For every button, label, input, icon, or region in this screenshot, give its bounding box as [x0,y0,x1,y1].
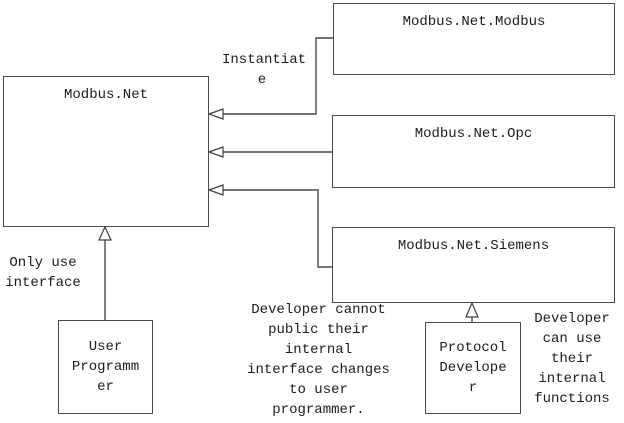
class-box-modbus-net-opc: Modbus.Net.Opc [332,115,615,188]
note-instantiate: Instantiat e [222,52,307,88]
class-box-modbus-net-modbus: Modbus.Net.Modbus [333,3,615,75]
connector-siemens-to-core [223,189,332,268]
actor-box-protocol-developer: Protocol Develope r [425,322,521,414]
open-arrowhead-modbus [207,108,224,120]
open-arrowhead-opc [207,146,224,158]
note-developer-cannot: Developer cannot public their internal i… [247,302,390,418]
class-box-modbus-net-opc-label: Modbus.Net.Opc [414,126,533,142]
actor-box-user-programmer: User Programm er [58,320,153,414]
class-box-modbus-net: Modbus.Net [3,76,209,227]
open-arrowhead-siemens [207,184,224,196]
note-developer-can: Developer can use their internal functio… [534,311,610,407]
connector-modbus-to-core [223,37,333,115]
class-box-modbus-net-modbus-label: Modbus.Net.Modbus [402,14,546,30]
class-box-modbus-net-label: Modbus.Net [63,87,148,103]
note-only-use-interface: Only use interface [5,255,81,291]
triangle-arrowhead-user [98,225,112,241]
class-box-modbus-net-siemens: Modbus.Net.Siemens [332,227,615,303]
actor-box-protocol-developer-label: Protocol Develope r [439,340,507,396]
actor-box-user-programmer-label: User Programm er [71,339,140,395]
triangle-arrowhead-protocol [465,301,479,318]
class-box-modbus-net-siemens-label: Modbus.Net.Siemens [397,238,550,254]
